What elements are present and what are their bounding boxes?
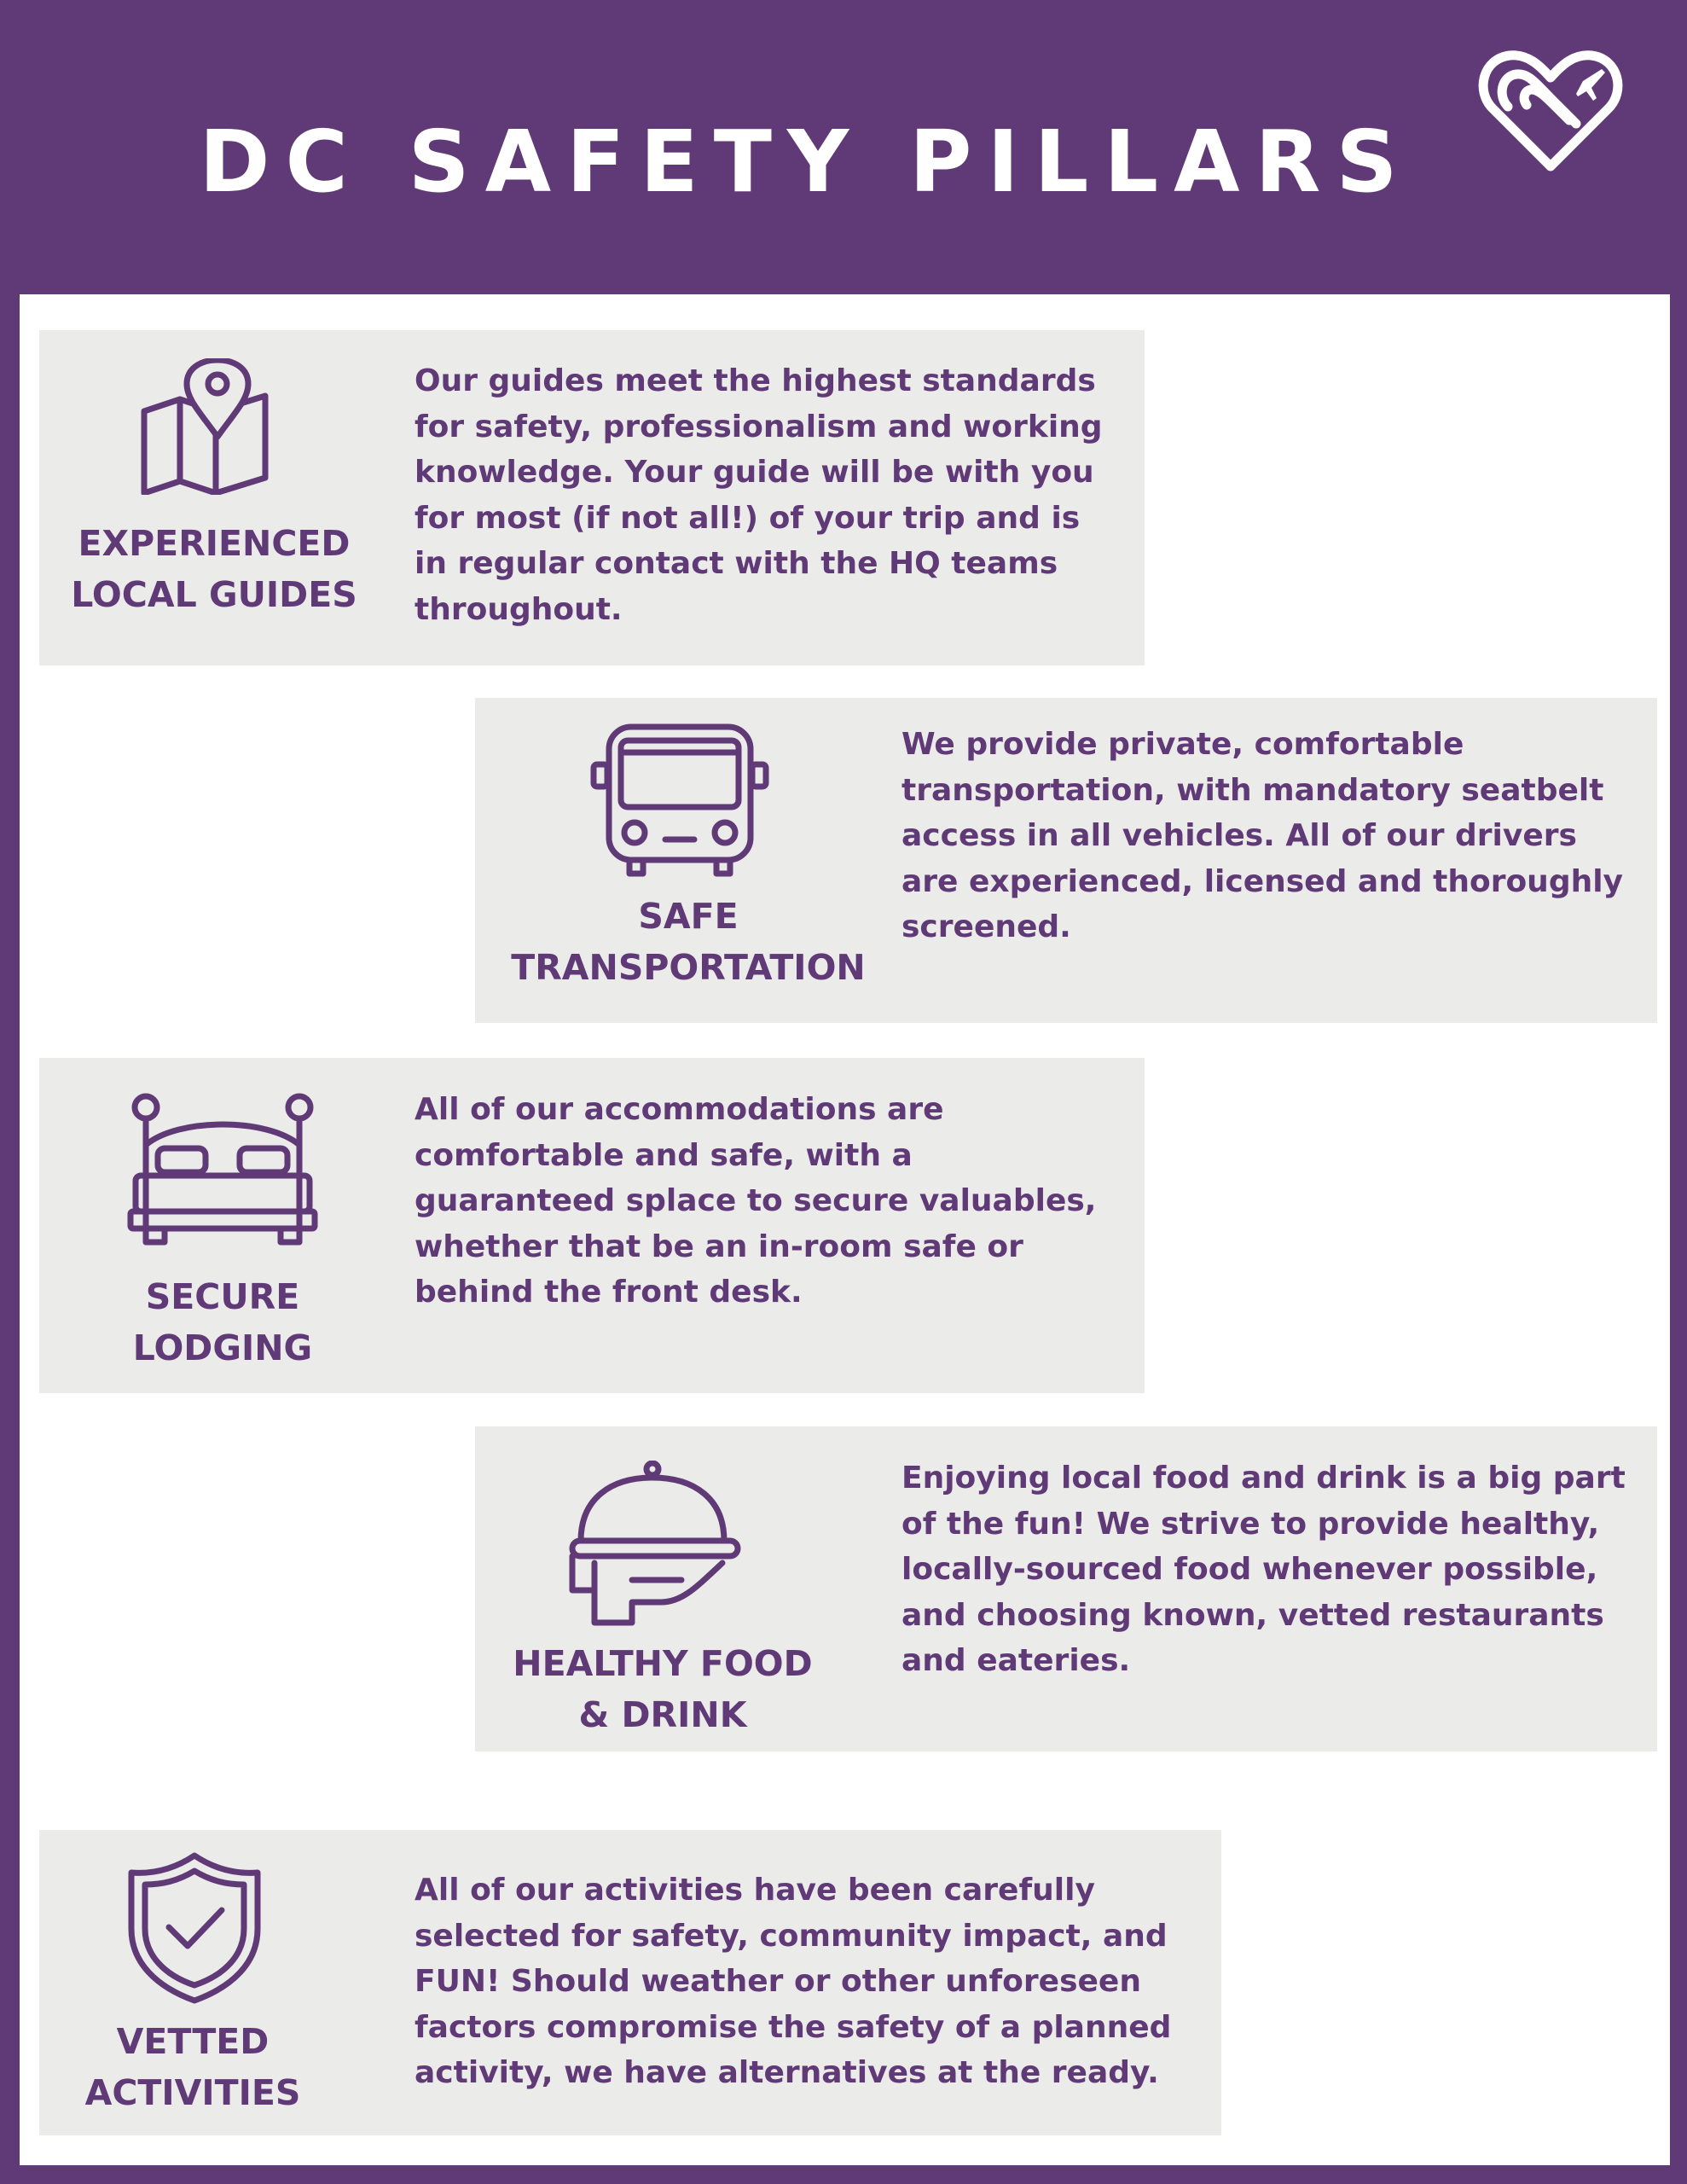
page-title: DC SAFETY PILLARS: [199, 112, 1413, 212]
pillar-label: HEALTHY FOOD & DRINK: [513, 1643, 813, 1735]
pillar-description: Enjoying local food and drink is a big p…: [901, 1461, 1626, 1678]
food-cloche-icon: [569, 1461, 741, 1626]
pillar-description: All of our accommodations are comfortabl…: [415, 1092, 1097, 1310]
pillar-card-vetted-activities: VETTED ACTIVITIES All of our activities …: [39, 1830, 1221, 2135]
heart-plane-logo-icon: [1478, 50, 1623, 171]
pillar-label: EXPERIENCED LOCAL GUIDES: [71, 523, 357, 615]
pillar-description: Our guides meet the highest standards fo…: [415, 363, 1103, 627]
pillar-card-secure-lodging: SECURE LODGING All of our accommodations…: [39, 1058, 1145, 1393]
pillar-card-safe-transportation: SAFE TRANSPORTATION We provide private, …: [475, 698, 1657, 1023]
pillar-description: We provide private, comfortable transpor…: [901, 727, 1624, 944]
pillar-description: All of our activities have been carefull…: [415, 1873, 1172, 2090]
pillar-label: SECURE LODGING: [132, 1276, 313, 1368]
pillar-card-healthy-food-drink: HEALTHY FOOD & DRINK Enjoying local food…: [475, 1426, 1657, 1751]
map-pin-icon: [141, 358, 269, 495]
page-header: DC SAFETY PILLARS: [0, 0, 1687, 294]
pillar-label: VETTED ACTIVITIES: [84, 2021, 301, 2113]
pillar-card-experienced-local-guides: EXPERIENCED LOCAL GUIDES Our guides meet…: [39, 330, 1145, 665]
bus-icon: [590, 723, 769, 877]
pillar-label: SAFE TRANSPORTATION: [511, 896, 866, 988]
bed-icon: [127, 1093, 318, 1246]
shield-check-icon: [128, 1852, 261, 2004]
